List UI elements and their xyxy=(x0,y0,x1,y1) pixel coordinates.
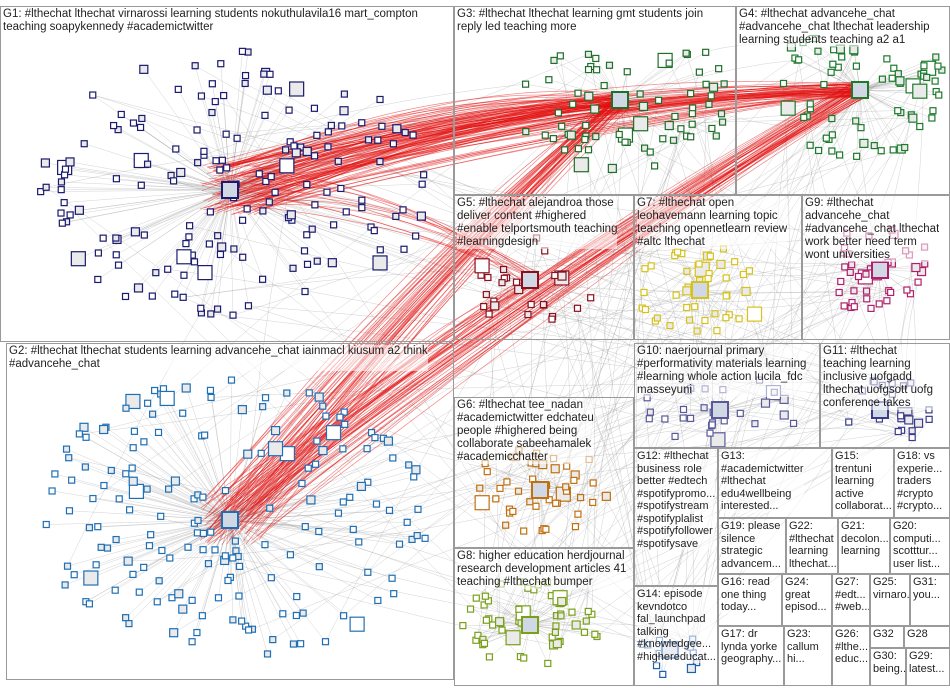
group-box-g31: G31: you... xyxy=(910,574,950,626)
group-box-g19: G19: please silence strategic advancem..… xyxy=(718,518,786,574)
group-label-g25: G25: virnaro... xyxy=(873,576,909,601)
group-box-g11: G11: #lthechat teaching learning inclusi… xyxy=(820,343,950,448)
group-label-g30: G30: being... xyxy=(873,650,905,675)
group-label-g23: G23: callum hi... xyxy=(787,628,819,666)
group-label-g10: G10: naerjournal primary #performativity… xyxy=(637,345,806,397)
group-label-g3: G3: #lthechat lthechat learning gmt stud… xyxy=(457,8,703,34)
group-label-g7: G7: #lthechat open leohavemann learning … xyxy=(637,197,787,249)
group-box-g10: G10: naerjournal primary #performativity… xyxy=(634,343,820,448)
group-box-g27: G27: #edt... #web... xyxy=(832,574,870,626)
group-label-g4: G4: #lthechat advancehe_chat #advancehe_… xyxy=(739,8,930,47)
group-box-g3: G3: #lthechat lthechat learning gmt stud… xyxy=(454,6,736,195)
group-label-g20: G20: computi... scotttur... user list... xyxy=(893,520,941,570)
group-box-g13: G13: #academictwitter #lthechat edu4well… xyxy=(718,448,832,518)
group-label-g11: G11: #lthechat teaching learning inclusi… xyxy=(823,345,933,410)
group-box-g7: G7: #lthechat open leohavemann learning … xyxy=(634,195,802,340)
group-box-g9: G9: #lthechat advancehe_chat #advancehe_… xyxy=(802,195,950,340)
group-label-g13: G13: #academictwitter #lthechat edu4well… xyxy=(721,450,804,513)
group-box-g17: G17: dr lynda yorke geography... xyxy=(718,626,784,686)
group-box-g12: G12: #lthechat business role better #edt… xyxy=(634,448,718,586)
group-box-g21: G21: decolon... learning xyxy=(838,518,890,574)
group-label-g15: G15: trentuni learning active collaborat… xyxy=(835,450,892,513)
group-box-g32: G32 xyxy=(870,626,904,648)
group-label-g16: G16: read one thing today... xyxy=(721,576,770,614)
group-label-g17: G17: dr lynda yorke geography... xyxy=(721,628,781,666)
group-label-g1: G1: #lthechat lthechat virnarossi learni… xyxy=(3,8,418,34)
group-label-g6: G6: #lthechat tee_nadan #academictwitter… xyxy=(457,399,594,464)
group-label-g12: G12: #lthechat business role better #edt… xyxy=(637,450,715,550)
group-box-g15: G15: trentuni learning active collaborat… xyxy=(832,448,894,518)
group-box-g1: G1: #lthechat lthechat virnarossi learni… xyxy=(0,6,454,342)
group-box-g28: G28 xyxy=(904,626,950,648)
group-label-g27: G27: #edt... #web... xyxy=(835,576,869,614)
group-box-g8: G8: higher education herdjournal researc… xyxy=(454,548,634,686)
group-box-g30: G30: being... xyxy=(870,648,906,686)
group-box-g20: G20: computi... scotttur... user list... xyxy=(890,518,950,574)
group-label-g19: G19: please silence strategic advancem..… xyxy=(721,520,781,570)
group-label-g21: G21: decolon... learning xyxy=(841,520,889,558)
group-label-g26: G26: #lthe... educ... xyxy=(835,628,868,666)
group-label-g14: G14: episode kevndotco fal_launchpad tal… xyxy=(637,588,716,663)
group-label-g8: G8: higher education herdjournal researc… xyxy=(457,550,626,589)
group-box-g4: G4: #lthechat advancehe_chat #advancehe_… xyxy=(736,6,950,195)
group-box-g5: G5: #lthechat alejandroa those deliver c… xyxy=(454,195,634,340)
group-box-g18: G18: vs experie... traders #crypto #cryp… xyxy=(894,448,950,518)
group-box-g23: G23: callum hi... xyxy=(784,626,832,686)
group-box-g24: G24: great episod... xyxy=(782,574,832,626)
group-label-g18: G18: vs experie... traders #crypto #cryp… xyxy=(897,450,942,513)
group-label-g28: G28 xyxy=(907,628,928,641)
group-box-g25: G25: virnaro... xyxy=(870,574,910,626)
group-label-g22: G22: #lthechat learning lthechat... xyxy=(789,520,837,570)
group-label-g5: G5: #lthechat alejandroa those deliver c… xyxy=(457,197,617,249)
group-box-g2: G2: #lthechat lthechat students learning… xyxy=(6,343,454,680)
group-box-g26: G26: #lthe... educ... xyxy=(832,626,870,686)
group-label-g24: G24: great episod... xyxy=(785,576,827,614)
group-box-g16: G16: read one thing today... xyxy=(718,574,782,626)
group-box-g6: G6: #lthechat tee_nadan #academictwitter… xyxy=(454,397,634,548)
group-label-g29: G29: latest... xyxy=(909,650,944,675)
group-label-g32: G32 xyxy=(873,628,894,641)
group-box-g29: G29: latest... xyxy=(906,648,950,686)
group-label-g9: G9: #lthechat advancehe_chat #advancehe_… xyxy=(805,197,939,262)
group-box-g14: G14: episode kevndotco fal_launchpad tal… xyxy=(634,586,718,686)
group-label-g31: G31: you... xyxy=(913,576,940,601)
group-label-g2: G2: #lthechat lthechat students learning… xyxy=(9,345,428,371)
group-box-g22: G22: #lthechat learning lthechat... xyxy=(786,518,838,574)
